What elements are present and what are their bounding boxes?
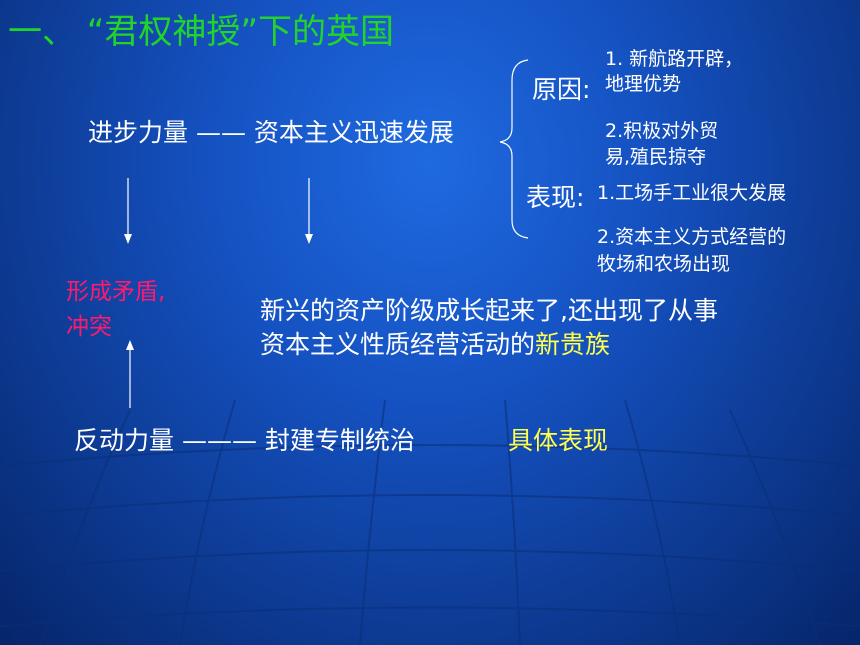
new-class-line-1: 新兴的资产阶级成长起来了,还出现了从事 <box>260 296 718 325</box>
curly-brace <box>499 59 529 239</box>
cause-1-line-2: 地理优势 <box>605 73 682 95</box>
new-class-line-2-prefix: 资本主义性质经营活动的 <box>260 330 536 359</box>
arrow-down-left-head <box>124 234 132 244</box>
arrow-up-head <box>126 340 134 350</box>
new-class-line-2: 资本主义性质经营活动的新贵族 <box>260 325 610 361</box>
reactionary-force-text: 反动力量 ——— 封建专制统治 <box>74 426 415 455</box>
manifestation-2-line-1: 2.资本主义方式经营的 <box>597 226 787 248</box>
progress-force-text: 进步力量 —— 资本主义迅速发展 <box>88 118 454 147</box>
manifestations-label: 表现: <box>526 183 585 212</box>
new-nobility-highlight: 新贵族 <box>535 330 611 359</box>
slide-title: 一、 “君权神授”下的英国 <box>8 12 395 52</box>
cause-1-line-1: 1. 新航路开辟， <box>605 48 744 70</box>
conflict-line-2: 冲突 <box>66 314 112 340</box>
cause-2-line-2: 易,殖民掠夺 <box>605 146 707 168</box>
cause-2-line-1: 2.积极对外贸 <box>605 120 719 142</box>
causes-label: 原因: <box>532 75 591 104</box>
conflict-line-1: 形成矛盾, <box>66 279 166 305</box>
arrow-down-right-head <box>305 234 313 244</box>
manifestation-2-line-2: 牧场和农场出现 <box>597 253 731 275</box>
manifestation-1: 1.工场手工业很大发展 <box>597 182 787 204</box>
specific-manifestation-link[interactable]: 具体表现 <box>508 426 609 455</box>
